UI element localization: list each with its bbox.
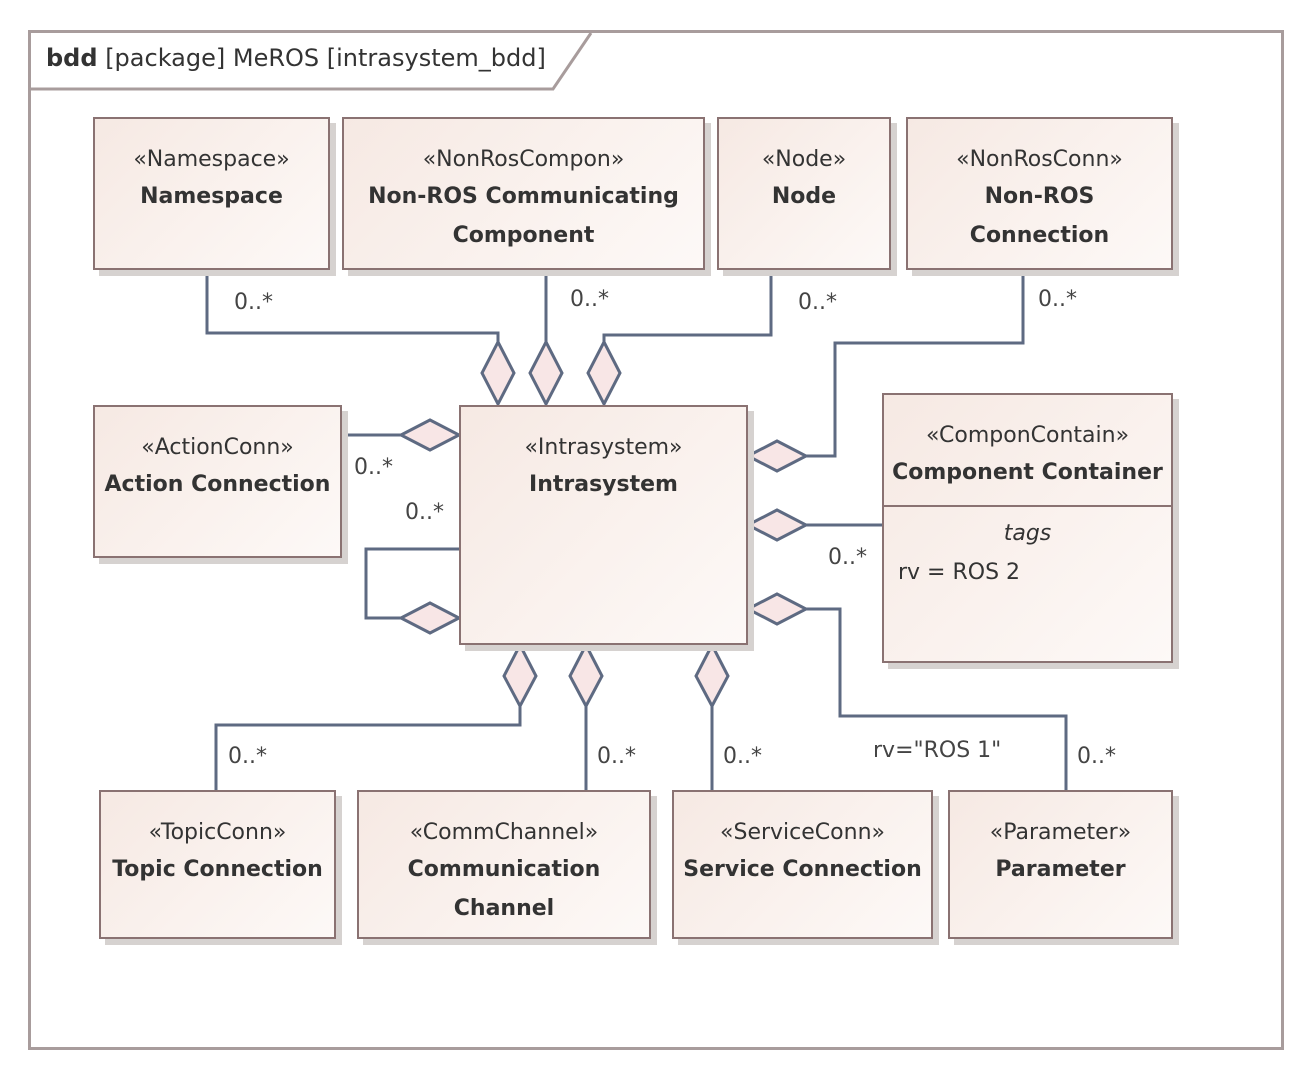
stereotype-label: «NonRosConn» [956, 147, 1123, 172]
block-node[interactable]: «Node» Node [717, 117, 891, 270]
multiplicity-communication-channel: 0..* [597, 744, 636, 769]
aggregation-diamond-service-conn [694, 641, 730, 710]
frame-name-tab [31, 32, 593, 91]
block-name: Non-ROS Connection [969, 184, 1110, 248]
multiplicity-nonros-component: 0..* [570, 287, 609, 312]
stereotype-label: «NonRosCompon» [422, 147, 625, 172]
multiplicity-action-connection: 0..* [354, 455, 393, 480]
aggregation-diamond-nonros-conn [744, 439, 810, 473]
block-name: Namespace [140, 184, 283, 209]
stereotype-label: «TopicConn» [148, 820, 287, 845]
multiplicity-namespace: 0..* [234, 290, 273, 315]
tag-value: rv = ROS 2 [898, 560, 1021, 585]
block-name: Topic Connection [112, 857, 323, 882]
frame-heading: [package] MeROS [intrasystem_bdd] [105, 44, 546, 72]
block-name: Node [771, 184, 837, 209]
block-component-container[interactable]: «ComponContain» Component Container tags… [882, 393, 1173, 663]
link-node [602, 270, 773, 342]
aggregation-diamond-action-conn [397, 418, 463, 452]
stereotype-label: «Node» [761, 147, 847, 172]
block-service-connection[interactable]: «ServiceConn» Service Connection [672, 790, 933, 939]
aggregation-diamond-nonros-comp [528, 338, 564, 408]
block-topic-connection[interactable]: «TopicConn» Topic Connection [99, 790, 336, 939]
multiplicity-topic-connection: 0..* [228, 744, 267, 769]
aggregation-diamond-namespace [480, 338, 516, 408]
block-namespace[interactable]: «Namespace» Namespace [93, 117, 330, 270]
block-intrasystem[interactable]: «Intrasystem» Intrasystem [459, 405, 748, 645]
block-name: Non-ROS Communicating Component [368, 184, 679, 248]
block-name: Parameter [995, 857, 1126, 882]
aggregation-diamond-topic-conn [502, 641, 538, 710]
aggregation-diamond-self [397, 601, 463, 635]
block-name: Service Connection [683, 857, 922, 882]
link-nonros-conn [806, 270, 1025, 458]
link-parameter [806, 607, 1068, 790]
aggregation-diamond-component-container [744, 508, 810, 542]
link-self [364, 547, 459, 620]
aggregation-diamond-node [586, 338, 622, 408]
stereotype-label: «ServiceConn» [720, 820, 885, 845]
block-name: Intrasystem [529, 472, 678, 497]
link-namespace [205, 270, 500, 342]
multiplicity-self: 0..* [405, 500, 444, 525]
block-name: Communication Channel [407, 857, 601, 921]
stereotype-label: «ActionConn» [141, 435, 294, 460]
block-name: Component Container [892, 460, 1163, 485]
compartment-divider [884, 505, 1171, 507]
tags-compartment-label: tags [1003, 521, 1052, 546]
frame-title: bdd [package] MeROS [intrasystem_bdd] [46, 44, 546, 72]
aggregation-diamond-comm-channel [568, 641, 604, 710]
multiplicity-node: 0..* [798, 290, 837, 315]
block-parameter[interactable]: «Parameter» Parameter [948, 790, 1173, 939]
constraint-label: rv="ROS 1" [873, 738, 1002, 763]
block-nonros-connection[interactable]: «NonRosConn» Non-ROS Connection [906, 117, 1173, 270]
stereotype-label: «Intrasystem» [524, 435, 683, 460]
stereotype-label: «CommChannel» [409, 820, 599, 845]
stereotype-label: «ComponContain» [925, 423, 1130, 448]
multiplicity-component-container: 0..* [828, 545, 867, 570]
stereotype-label: «Parameter» [989, 820, 1132, 845]
multiplicity-parameter: 0..* [1077, 744, 1116, 769]
block-communication-channel[interactable]: «CommChannel» Communication Channel [357, 790, 651, 939]
multiplicity-service-connection: 0..* [723, 744, 762, 769]
block-name: Action Connection [104, 472, 331, 497]
stereotype-label: «Namespace» [133, 147, 290, 172]
multiplicity-nonros-connection: 0..* [1038, 287, 1077, 312]
block-nonros-component[interactable]: «NonRosCompon» Non-ROS Communicating Com… [342, 117, 705, 270]
link-topic-conn [214, 706, 522, 790]
aggregation-diamond-parameter [744, 592, 810, 626]
block-action-connection[interactable]: «ActionConn» Action Connection [93, 405, 342, 558]
frame-kind: bdd [46, 44, 98, 72]
